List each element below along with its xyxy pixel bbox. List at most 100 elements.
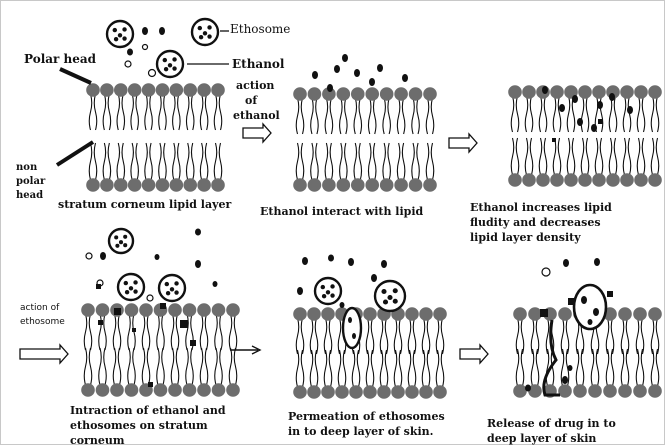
lipid-head: [578, 85, 592, 99]
lipid-tail: [516, 96, 519, 132]
lipid-tail: [329, 350, 332, 387]
ethanol-drop: [155, 254, 160, 260]
lipid-head: [578, 173, 592, 187]
lipid-head: [307, 385, 321, 399]
lipid-tail: [581, 349, 584, 386]
arrow-stage-5-to-6: [460, 345, 488, 363]
drug-dot: [114, 37, 118, 41]
lipid-tail: [611, 318, 614, 354]
lipid-tail: [136, 94, 139, 130]
lipid-tail: [357, 350, 360, 387]
drug-dot: [199, 35, 203, 39]
lipid-tail: [147, 314, 150, 350]
lipid-head: [156, 83, 170, 97]
lipid-head: [293, 87, 307, 101]
lipid-head: [321, 307, 335, 321]
release-path: [544, 320, 560, 395]
lipid-tail: [417, 98, 420, 134]
lipid-tail: [623, 138, 626, 175]
ethanol-drop: [348, 258, 354, 266]
ethanol-drop: [127, 49, 133, 56]
lipid-head: [620, 85, 634, 99]
lipid-tail: [338, 350, 341, 387]
lipid-tail: [200, 143, 203, 180]
lipid-head: [86, 178, 100, 192]
lipid-head: [620, 173, 634, 187]
lipid-tail: [368, 143, 371, 180]
drug-dot: [164, 67, 168, 71]
lipid-tail: [525, 138, 528, 175]
lipid-tail: [234, 348, 237, 385]
lipid-tail: [596, 349, 599, 386]
drug-dot: [172, 66, 176, 70]
lipid-tail: [388, 98, 391, 134]
lipid-tail: [142, 348, 145, 385]
ethanol-drop: [593, 308, 599, 316]
lipid-tail: [576, 349, 579, 386]
drug-dot: [118, 33, 122, 37]
lipid-tail: [324, 350, 327, 387]
lipid-tail: [614, 138, 617, 175]
lipid-tail: [581, 138, 584, 175]
lipid-tail: [338, 318, 341, 354]
lipid-head: [513, 384, 527, 398]
lipid-head: [308, 178, 322, 192]
lipid-head: [226, 303, 240, 317]
ethosome-penetrating: [343, 308, 361, 348]
lipid-tail: [103, 94, 106, 130]
lipid-head: [558, 307, 572, 321]
lipid-tail: [567, 96, 570, 132]
lipid-tail: [162, 314, 165, 350]
lipid-tail: [205, 143, 208, 180]
lipid-tail: [399, 350, 402, 387]
ethanol-drop-2-3: [354, 69, 360, 77]
small-vesicle: [149, 70, 156, 77]
lipid-tail: [567, 138, 570, 175]
lipid-tail: [441, 318, 444, 354]
ethanol-drop-2-0: [312, 71, 318, 79]
lipid-head: [405, 385, 419, 399]
lipid-tail: [113, 348, 116, 385]
drug-dot: [123, 243, 127, 247]
label-ethanol: Ethanol: [232, 57, 284, 71]
lipid-tail: [656, 349, 659, 386]
lipid-tail: [229, 314, 232, 350]
drug-particle: [148, 382, 153, 387]
drug-dot: [326, 290, 330, 294]
lipid-tail: [628, 96, 631, 132]
lipid-head: [142, 178, 156, 192]
lipid-tail: [397, 143, 400, 180]
lipid-head: [351, 178, 365, 192]
lipid-tail: [600, 138, 603, 175]
caption-stage-6-line-1: Release of drug in to: [487, 417, 616, 430]
lipid-tail: [84, 314, 87, 350]
lipid-tail: [651, 318, 654, 354]
drug-dot: [165, 282, 169, 286]
lipid-head: [183, 383, 197, 397]
drug-dot: [381, 289, 386, 294]
lipid-tail: [104, 314, 107, 350]
lipid-tail: [296, 350, 299, 387]
lipid-tail: [296, 143, 299, 180]
ethanol-drop: [581, 296, 587, 304]
lipid-tail: [164, 94, 167, 130]
lipid-tail: [591, 349, 594, 386]
lipid-head: [100, 178, 114, 192]
lipid-tail: [399, 318, 402, 354]
lipid-tail: [296, 318, 299, 354]
lipid-tail: [178, 94, 181, 130]
lipid-tail: [186, 348, 189, 385]
ethanol-drop: [348, 317, 352, 323]
lipid-tail: [521, 349, 524, 386]
lipid-tail: [84, 348, 87, 385]
lipid-tail: [606, 318, 609, 354]
ethanol-drop: [142, 27, 148, 35]
caption-stage-3-line-2: fludity and decreases: [470, 216, 601, 229]
lipid-head: [170, 83, 184, 97]
lipid-head: [377, 385, 391, 399]
lipid-head: [125, 383, 139, 397]
lipid-head: [419, 307, 433, 321]
drug-particle: [598, 119, 603, 124]
lipid-head: [550, 173, 564, 187]
ethosome-4a: [109, 229, 133, 253]
